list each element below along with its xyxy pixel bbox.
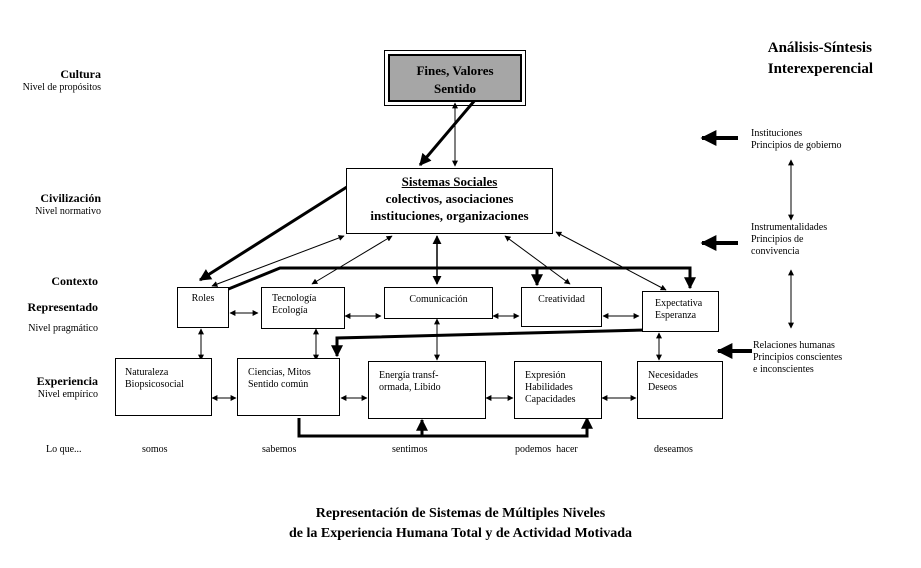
social-box-line-1: Sistemas Sociales bbox=[401, 174, 498, 189]
context-box-comunicacion: Comunicación bbox=[384, 287, 493, 319]
social-box-line-3: instituciones, organizaciones bbox=[370, 208, 529, 223]
level-contexto: Contexto bbox=[51, 274, 98, 288]
loque-sentimos: sentimos bbox=[392, 444, 428, 455]
loque-somos: somos bbox=[142, 444, 168, 455]
exp-box-energia: Energía transf-ormada, Libido bbox=[368, 361, 486, 419]
loque-deseamos: deseamos bbox=[654, 444, 693, 455]
header-line-1: Análisis-Síntesis bbox=[767, 40, 872, 56]
sistemas-sociales-box: Sistemas Sociales colectivos, asociacion… bbox=[346, 168, 553, 234]
thick-loop-bottom bbox=[297, 416, 593, 438]
top-box-line-2: Sentido bbox=[434, 81, 476, 96]
context-box-roles: Roles bbox=[177, 287, 229, 328]
caption-line-2: de la Experiencia Humana Total y de Acti… bbox=[288, 526, 633, 541]
social-box-line-2: colectivos, asociaciones bbox=[385, 191, 514, 206]
loque-sabemos: sabemos bbox=[262, 444, 297, 455]
thick-arrow-expect-ciencias bbox=[331, 328, 646, 358]
header-line-2: Interexperencial bbox=[767, 61, 873, 77]
fines-valores-box: Fines, Valores Sentido bbox=[384, 50, 526, 106]
link-social-tecno bbox=[311, 235, 393, 285]
context-box-creatividad: Creatividad bbox=[521, 287, 602, 327]
loque-podemos: podemos hacer bbox=[515, 444, 578, 455]
link-social-expect bbox=[555, 231, 667, 291]
header-title: Análisis-Síntesis Interexperencial bbox=[768, 38, 873, 80]
caption-line-1: Representación de Sistemas de Múltiples … bbox=[315, 506, 606, 521]
top-box-line-1: Fines, Valores bbox=[416, 63, 494, 78]
thick-bar-context bbox=[225, 266, 696, 292]
loque-label: Lo que... bbox=[46, 444, 82, 455]
diagram-caption: Representación de Sistemas de Múltiples … bbox=[0, 504, 921, 544]
